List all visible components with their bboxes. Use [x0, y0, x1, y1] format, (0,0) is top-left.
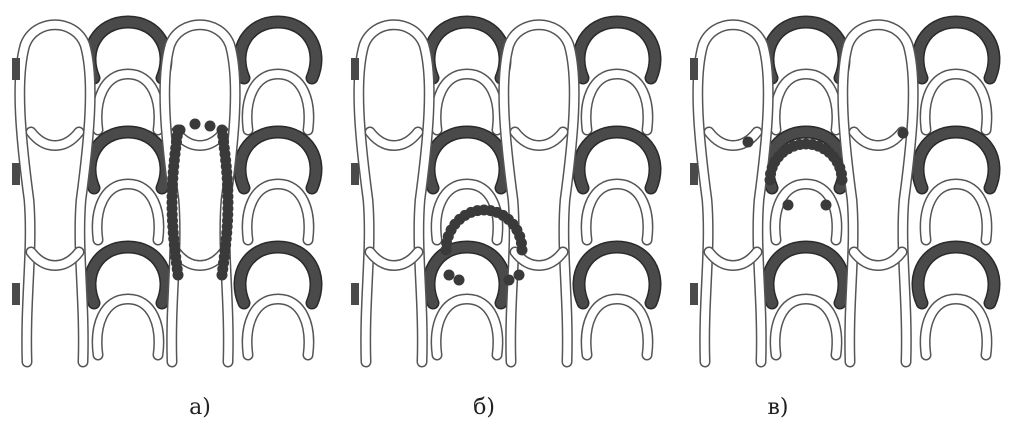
highlight-bead-2-18 [837, 175, 848, 186]
white-loop-0-0 [20, 25, 90, 362]
white-small-loop-2-0 [775, 74, 837, 130]
white-small-loop-0-4 [247, 184, 309, 240]
white-small-loop-0-5 [247, 299, 309, 355]
highlight-bead-1-18 [517, 245, 528, 256]
panel-b: б) [339, 0, 678, 441]
highlight-bead-2-20 [898, 128, 909, 139]
white-loop-2-0 [698, 25, 768, 362]
highlight-bead-2-22 [821, 200, 832, 211]
panel-c: в) [678, 0, 1017, 441]
white-loop-1-1 [504, 25, 574, 362]
white-small-loop-0-0 [97, 74, 159, 130]
white-small-loop-1-5 [586, 299, 648, 355]
edge-stub-1-1 [351, 163, 359, 185]
panel-a: а) [0, 0, 339, 441]
highlight-bead-2-19 [743, 137, 754, 148]
highlight-bead-0-51 [190, 119, 201, 130]
panel-c-drawing [678, 0, 1017, 380]
highlight-bead-2-21 [783, 200, 794, 211]
fabric-group-2 [690, 22, 994, 362]
white-small-loop-1-4 [586, 184, 648, 240]
white-loop-1-0 [359, 25, 429, 362]
highlight-bead-1-22 [514, 270, 525, 281]
white-small-loop-2-1 [775, 184, 837, 240]
white-small-loop-2-3 [925, 74, 987, 130]
edge-stub-0-2 [12, 283, 20, 305]
panel-a-label: а) [170, 395, 230, 420]
white-small-loop-1-2 [436, 299, 498, 355]
edge-stub-2-2 [690, 283, 698, 305]
panel-b-drawing [339, 0, 678, 380]
edge-stub-0-0 [12, 58, 20, 80]
fabric-group-0 [12, 22, 316, 362]
highlight-bead-0-49 [217, 270, 228, 281]
white-small-loop-2-2 [775, 299, 837, 355]
white-small-loop-2-4 [925, 184, 987, 240]
panel-a-drawing [0, 0, 339, 380]
highlight-bead-0-50 [175, 125, 186, 136]
white-small-loop-2-5 [925, 299, 987, 355]
highlight-bead-0-52 [205, 121, 216, 132]
white-small-loop-0-2 [97, 299, 159, 355]
highlight-bead-0-48 [173, 270, 184, 281]
white-loop-2-1 [843, 25, 913, 362]
edge-stub-2-1 [690, 163, 698, 185]
edge-stub-1-0 [351, 58, 359, 80]
panel-c-label: в) [748, 395, 808, 420]
white-small-loop-0-1 [97, 184, 159, 240]
white-small-loop-0-3 [247, 74, 309, 130]
highlight-bead-1-21 [504, 275, 515, 286]
edge-stub-0-1 [12, 163, 20, 185]
white-small-loop-1-0 [436, 74, 498, 130]
fabric-group-1 [351, 22, 655, 362]
edge-stub-1-2 [351, 283, 359, 305]
highlight-bead-1-19 [444, 270, 455, 281]
edge-stub-2-0 [690, 58, 698, 80]
highlight-bead-1-20 [454, 275, 465, 286]
white-small-loop-1-3 [586, 74, 648, 130]
panel-b-label: б) [454, 395, 514, 420]
